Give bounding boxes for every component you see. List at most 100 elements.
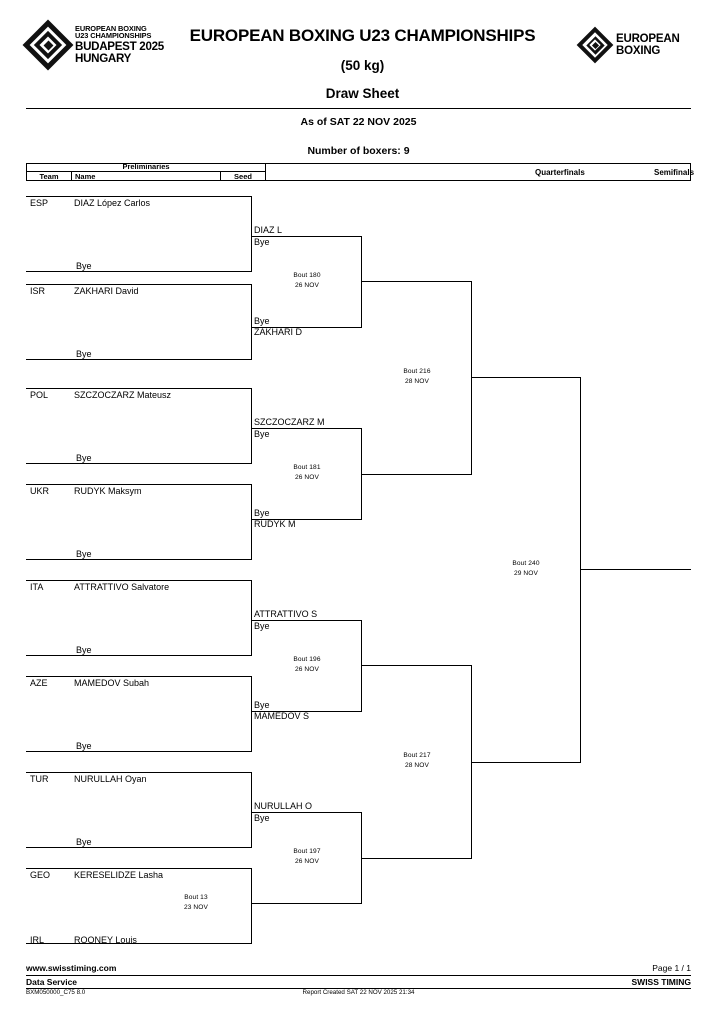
- prelim-entry-1[interactable]: ISR ZAKHARI David Bye: [26, 284, 252, 360]
- qf-0-bottom-opponent: Bye: [254, 316, 270, 326]
- header-divider: [26, 108, 691, 109]
- column-header-row: Preliminaries Team Name Seed Quarterfina…: [26, 162, 694, 181]
- qf-0-bout-date: 26 NOV: [294, 282, 320, 289]
- document-type: Draw Sheet: [325, 86, 400, 101]
- sf-0-bout-number: Bout 216: [403, 368, 431, 375]
- logo-left-line3: BUDAPEST 2025: [75, 40, 164, 54]
- qf-3-bout-date: 26 NOV: [294, 858, 320, 865]
- semifinal-1[interactable]: Bout 217 28 NOV: [362, 665, 472, 859]
- footer-brand: SWISS TIMING: [631, 977, 692, 987]
- qf-2-bottom-name: MAMEDOV S: [254, 711, 310, 721]
- logo-left-line2: U23 CHAMPIONSHIPS: [75, 31, 152, 41]
- quarterfinal-1[interactable]: SZCZOCZARZ M Bye Bye RUDYK M Bout 181 26…: [252, 417, 362, 529]
- column-header-team: Team: [26, 171, 72, 181]
- prelim-name-5: MAMEDOV Subah: [74, 678, 150, 688]
- qf-3-bout-number: Bout 197: [293, 848, 321, 855]
- budapest-2025-diamond-icon: [22, 19, 74, 71]
- final-bout-date: 29 NOV: [513, 570, 539, 577]
- final-bracket[interactable]: Bout 240 29 NOV: [471, 377, 691, 763]
- final-bout-label: Bout 240 29 NOV: [489, 559, 563, 579]
- column-header-quarterfinals: Quarterfinals: [535, 168, 585, 177]
- prelim-name-0: DIAZ López Carlos: [74, 198, 151, 208]
- prelim-opponent-0: Bye: [76, 261, 92, 271]
- semifinal-0[interactable]: Bout 216 28 NOV: [362, 281, 472, 475]
- footer-divider-top: [26, 975, 691, 976]
- prelim-team-1: ISR: [30, 286, 46, 296]
- prelim-team-0: ESP: [30, 198, 49, 208]
- sf-0-bout-date: 28 NOV: [404, 378, 430, 385]
- as-of-date: As of SAT 22 NOV 2025: [300, 116, 417, 128]
- qf-1-bottom-name: RUDYK M: [254, 519, 296, 529]
- prelim-name-6: NURULLAH Oyan: [74, 774, 147, 784]
- prelim-opponent-5: Bye: [76, 741, 92, 751]
- prelim-team-3: UKR: [30, 486, 50, 496]
- prelim-entry-7[interactable]: GEO KERESELIDZE Lasha: [26, 868, 252, 944]
- final-bout-number: Bout 240: [512, 560, 540, 567]
- sf-1-bout-date: 28 NOV: [404, 762, 430, 769]
- prelim-team-2: POL: [30, 390, 49, 400]
- prelim-entry-4[interactable]: ITA ATTRATTIVO Salvatore Bye: [26, 580, 252, 656]
- qf-2-bout-label: Bout 196 26 NOV: [270, 655, 344, 675]
- prelim-opponent-2: Bye: [76, 453, 92, 463]
- prelim-bout-date: 23 NOV: [183, 904, 209, 911]
- prelim-name-3: RUDYK Maksym: [74, 486, 142, 496]
- qf-3-bout-label: Bout 197 26 NOV: [270, 847, 344, 867]
- prelim-team-5: AZE: [30, 678, 48, 688]
- sf-0-bout-label: Bout 216 28 NOV: [380, 367, 454, 387]
- qf-2-top-opponent: Bye: [254, 621, 270, 631]
- qf-1-bout-date: 26 NOV: [294, 474, 320, 481]
- quarterfinal-0[interactable]: DIAZ L Bye Bye ZAKHARI D Bout 180 26 NOV: [252, 225, 362, 337]
- prelim-team-7: GEO: [30, 870, 51, 880]
- prelim-opponent-1: Bye: [76, 349, 92, 359]
- page-title: EUROPEAN BOXING U23 CHAMPIONSHIPS: [189, 26, 536, 45]
- quarterfinal-3[interactable]: NURULLAH O Bye Bout 197 26 NOV: [252, 801, 362, 904]
- prelim-name-7: KERESELIDZE Lasha: [74, 870, 164, 880]
- qf-3-top-name: NURULLAH O: [254, 801, 313, 811]
- column-header-seed: Seed: [220, 171, 266, 181]
- column-header-name: Name: [71, 171, 221, 181]
- prelim-opponent-6: Bye: [76, 837, 92, 847]
- prelim-bout-number: Bout 13: [184, 894, 208, 901]
- logo-left-line4: HUNGARY: [75, 52, 132, 66]
- logo-right-line2: BOXING: [616, 45, 661, 57]
- prelim-opponent-3: Bye: [76, 549, 92, 559]
- footer-report-created: Report Created SAT 22 NOV 2025 21:34: [302, 989, 415, 996]
- footer-page-number: Page 1 / 1: [652, 963, 691, 973]
- footer-data-service: Data Service: [26, 977, 78, 987]
- prelim-entry-5[interactable]: AZE MAMEDOV Subah Bye: [26, 676, 252, 752]
- qf-1-top-name: SZCZOCZARZ M: [254, 417, 325, 427]
- footer-report-code: BXM050000_C75 8.0: [26, 989, 86, 996]
- quarterfinal-2[interactable]: ATTRATTIVO S Bye Bye MAMEDOV S Bout 196 …: [252, 609, 362, 721]
- prelim-name-4: ATTRATTIVO Salvatore: [74, 582, 170, 592]
- prelim-team-6: TUR: [30, 774, 49, 784]
- footer-website[interactable]: www.swisstiming.com: [26, 963, 117, 973]
- preliminaries-subheader-row: Team Name Seed: [26, 171, 266, 181]
- prelim-bout-label: Bout 13 23 NOV: [160, 893, 232, 913]
- qf-0-bottom-name: ZAKHARI D: [254, 327, 303, 337]
- qf-0-top-opponent: Bye: [254, 237, 270, 247]
- rounds-header-box: Quarterfinals Semifinals Final: [265, 163, 694, 181]
- qf-2-bout-number: Bout 196: [293, 656, 321, 663]
- prelim-team-8: IRL: [30, 935, 45, 945]
- prelim-entry-3[interactable]: UKR RUDYK Maksym Bye: [26, 484, 252, 560]
- qf-0-bout-number: Bout 180: [293, 272, 321, 279]
- prelim-entry-2[interactable]: POL SZCZOCZARZ Mateusz Bye: [26, 388, 252, 464]
- prelim-entry-8[interactable]: IRL ROONEY Louis: [26, 935, 252, 946]
- qf-2-bout-date: 26 NOV: [294, 666, 320, 673]
- qf-2-top-name: ATTRATTIVO S: [254, 609, 318, 619]
- qf-1-bout-label: Bout 181 26 NOV: [270, 463, 344, 483]
- qf-2-bottom-opponent: Bye: [254, 700, 270, 710]
- weight-class: (50 kg): [340, 58, 385, 73]
- european-boxing-logo: EUROPEAN BOXING: [576, 26, 700, 64]
- qf-3-top-opponent: Bye: [254, 813, 270, 823]
- qf-1-bout-number: Bout 181: [293, 464, 321, 471]
- prelim-entry-6[interactable]: TUR NURULLAH Oyan Bye: [26, 772, 252, 848]
- prelim-opponent-4: Bye: [76, 645, 92, 655]
- logo-right-line1: EUROPEAN: [616, 32, 680, 45]
- prelim-entry-0[interactable]: ESP DIAZ López Carlos Bye: [26, 196, 252, 272]
- qf-0-top-name: DIAZ L: [254, 225, 283, 235]
- prelim-name-2: SZCZOCZARZ Mateusz: [74, 390, 172, 400]
- prelim-name-1: ZAKHARI David: [74, 286, 139, 296]
- qf-1-bottom-opponent: Bye: [254, 508, 270, 518]
- footer-divider-bottom: [26, 988, 691, 989]
